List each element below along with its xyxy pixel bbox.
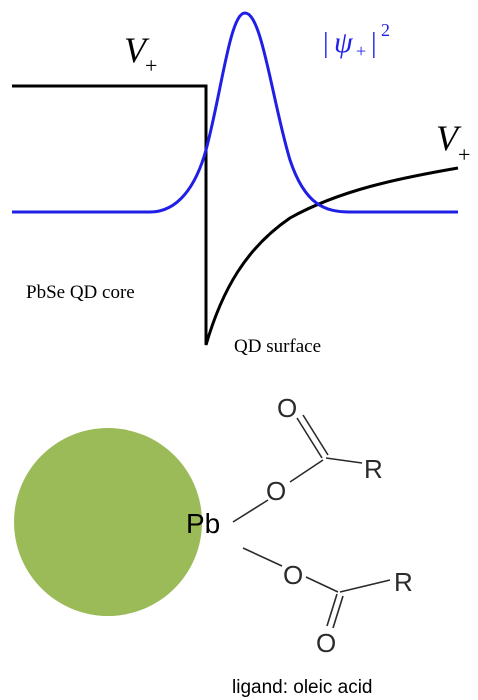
surface-label: QD surface [234, 336, 321, 357]
upper-ligand [232, 414, 363, 523]
double-bond-lower-a [326, 593, 338, 627]
quantum-dot-sphere [14, 428, 202, 616]
ligand-caption: ligand: oleic acid [232, 677, 372, 698]
potential-subscript-left: + [145, 53, 157, 78]
oxygen-upper-carbonyl: O [277, 393, 297, 423]
potential-symbol-left: V [124, 30, 150, 70]
wavefunction-label: | ψ + | 2 [323, 20, 390, 61]
potential-curve [12, 84, 459, 346]
r-group-upper: R [364, 454, 383, 484]
lead-atom-label: Pb [186, 508, 220, 539]
double-bond-upper-b [302, 414, 329, 456]
bond-pb-o-lower [242, 547, 283, 567]
bond-c-r-upper [325, 457, 363, 464]
abs-bar-left: | [323, 28, 329, 59]
bond-pb-o-upper [232, 499, 269, 523]
bond-o-c-upper [289, 459, 324, 483]
potential-symbol-right: V [436, 118, 462, 158]
oxygen-lower-carbonyl: O [316, 628, 336, 658]
potential-label-right: V [436, 118, 462, 158]
ligand-diagram: Pb O O R O O R ligand: oleic acid [14, 393, 413, 698]
potential-label-left: V [124, 30, 150, 70]
bond-c-r-lower [339, 579, 391, 593]
psi-symbol: ψ [334, 26, 354, 59]
oxygen-lower-ester: O [283, 560, 303, 590]
double-bond-upper-a [296, 417, 323, 459]
potential-subscript-right: + [458, 142, 470, 167]
lower-ligand [242, 547, 391, 629]
abs-bar-right: | [371, 28, 377, 59]
psi-subscript: + [356, 41, 366, 61]
r-group-lower: R [394, 567, 413, 597]
potential-diagram: V + | ψ + | 2 V + PbSe QD core QD surfac… [12, 11, 470, 357]
core-label: PbSe QD core [26, 282, 135, 303]
bond-o-c-lower [305, 576, 339, 593]
double-bond-lower-b [332, 595, 344, 629]
psi-power: 2 [381, 20, 390, 40]
oxygen-upper-ester: O [266, 476, 286, 506]
wavefunction-curve [12, 11, 458, 214]
